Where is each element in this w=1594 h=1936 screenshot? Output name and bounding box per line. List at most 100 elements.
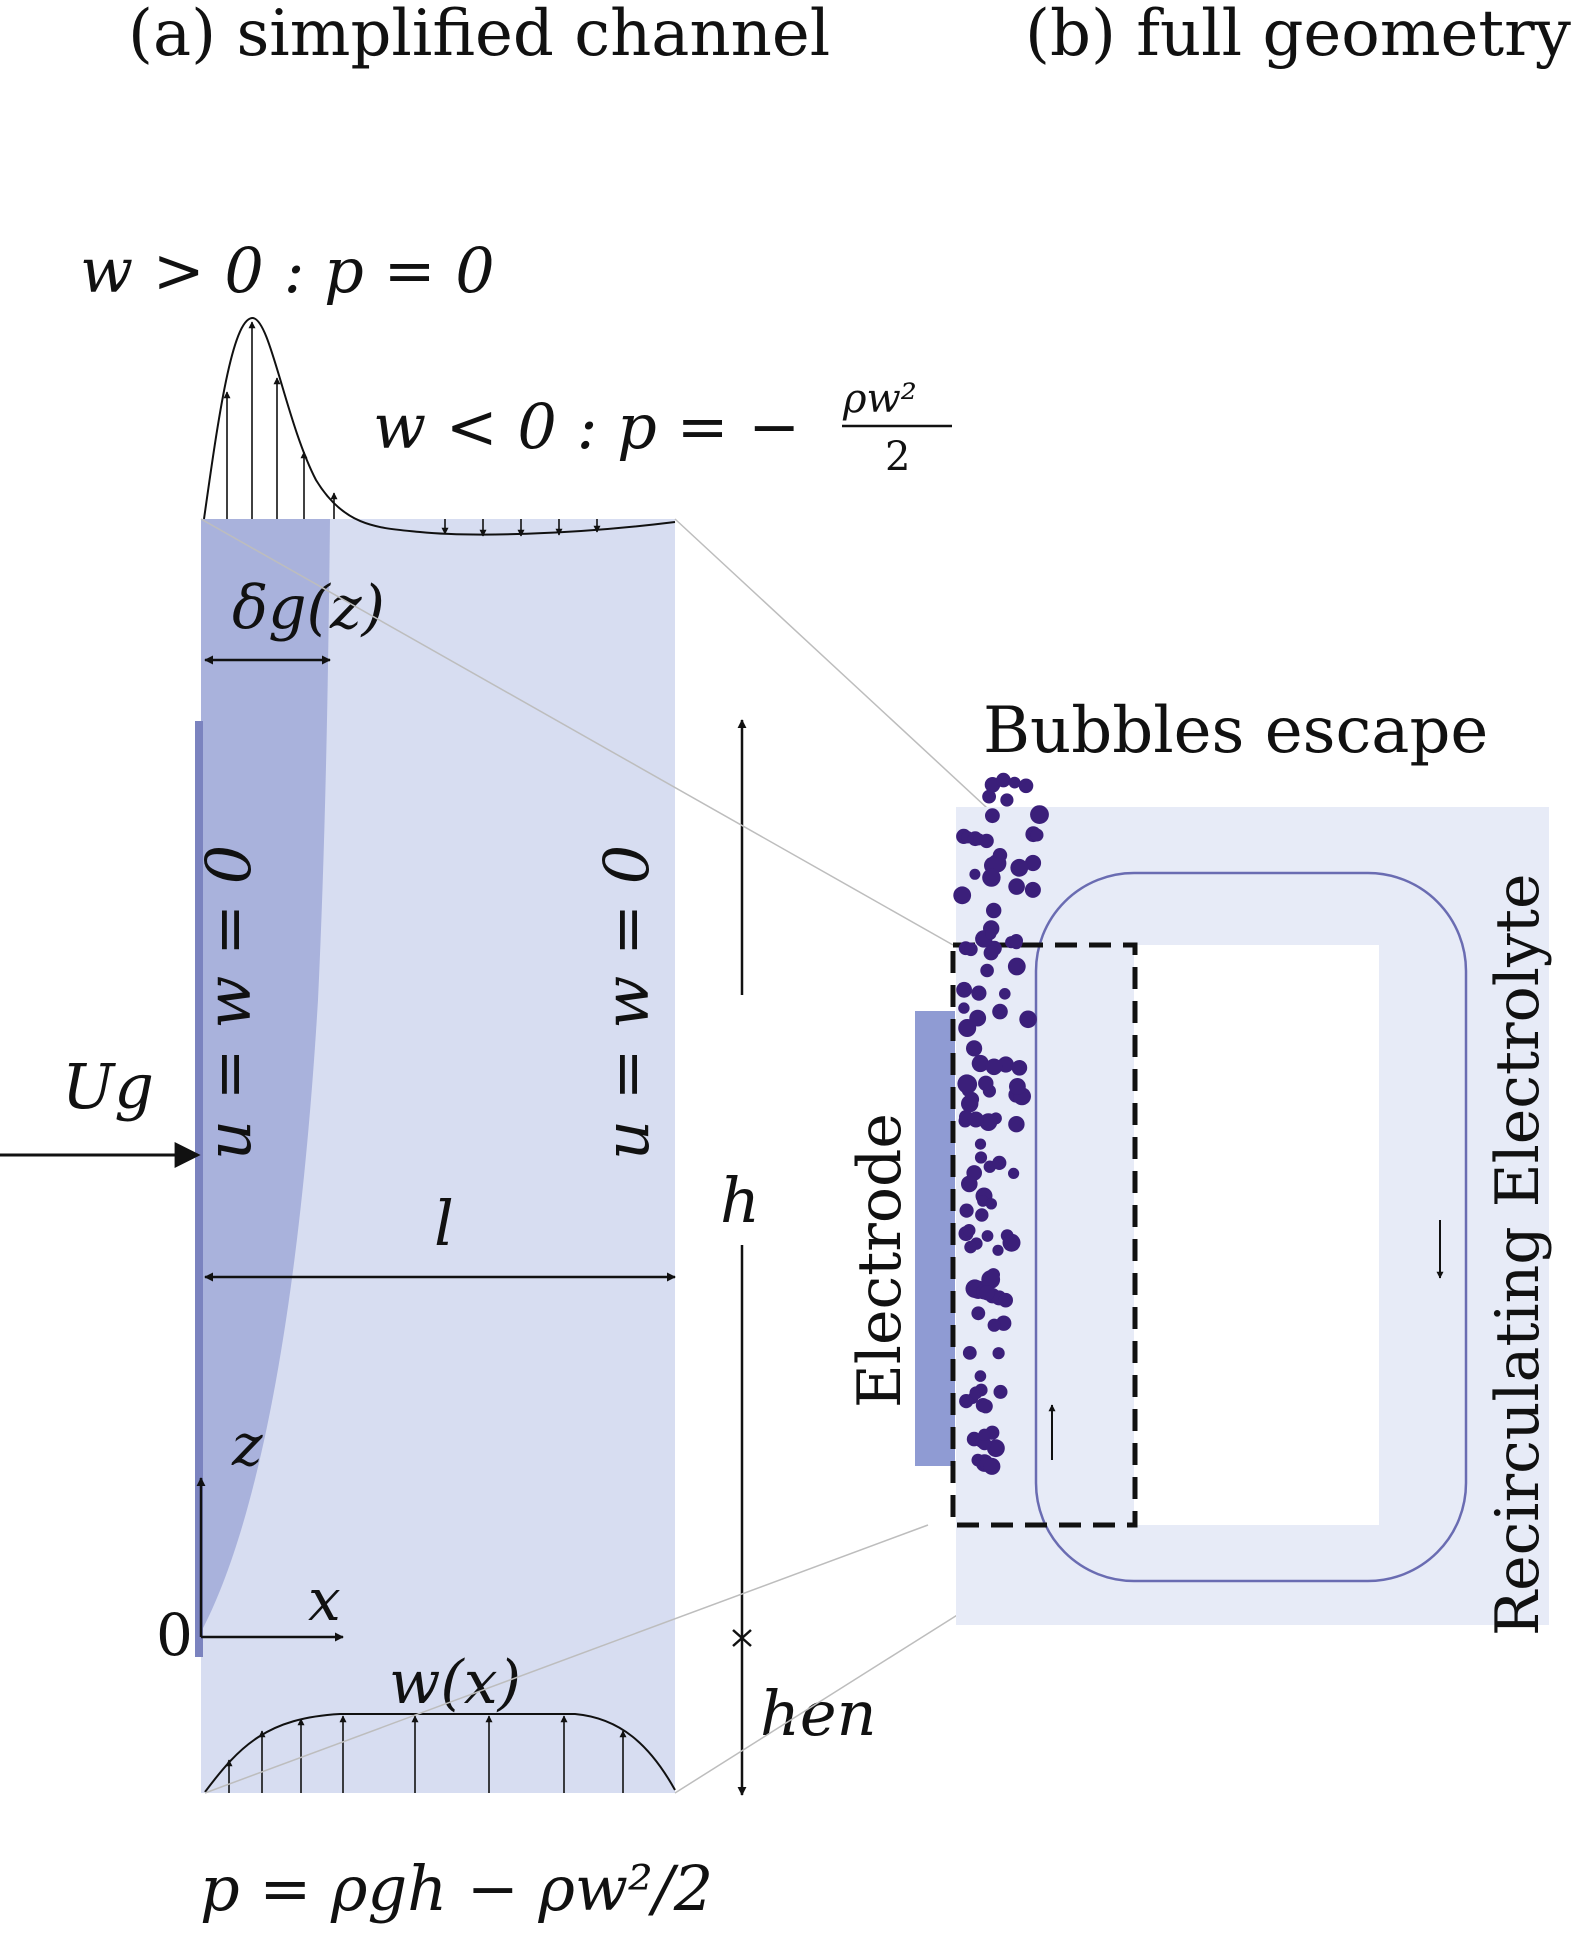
bubble <box>969 1386 983 1400</box>
height-label: h <box>720 1164 760 1237</box>
bubble <box>992 1244 1004 1256</box>
bubble <box>975 1208 989 1222</box>
bubble <box>977 1436 992 1451</box>
bubble <box>969 868 981 880</box>
bubble <box>987 1439 1005 1458</box>
bubble <box>974 1370 987 1382</box>
inlet-profile-arrows <box>225 1715 627 1793</box>
bubble <box>1010 858 1029 877</box>
width-label: l <box>434 1187 454 1260</box>
bubble <box>1008 1116 1025 1133</box>
bubble <box>1009 1078 1026 1095</box>
zoom-window <box>950 942 1138 1528</box>
bubble <box>982 789 996 804</box>
bubble <box>964 1091 980 1107</box>
bubble <box>1008 878 1025 895</box>
bubble <box>971 985 987 1001</box>
bubble <box>978 1075 994 1092</box>
bubble-plume <box>201 519 330 1632</box>
bubble <box>979 833 994 849</box>
bubble <box>983 1457 1001 1475</box>
bubbles-escape-label: Bubbles escape <box>983 694 1488 768</box>
bubble <box>974 1151 988 1164</box>
bubble <box>996 772 1011 788</box>
bubble <box>1024 881 1041 898</box>
origin-label: 0 <box>156 1601 193 1669</box>
bubble <box>999 988 1011 1000</box>
bubble <box>985 1198 997 1210</box>
center-baffle <box>1134 945 1379 1525</box>
bubble <box>982 868 1001 887</box>
bubble <box>978 1428 991 1441</box>
full-geometry: Bubbles escape Electrode Recirculating E… <box>845 694 1553 1636</box>
bubble <box>985 928 997 940</box>
x-axis-label: x <box>308 1566 341 1634</box>
top-bc-positive: w > 0 : p = 0 <box>80 234 495 307</box>
bubble <box>1018 778 1034 794</box>
bubble <box>1030 828 1044 842</box>
bubble <box>992 1347 1005 1360</box>
bubble <box>1024 854 1042 872</box>
outlet-profile-arrows <box>223 321 601 537</box>
entrance-height-label: hen <box>760 1677 877 1750</box>
electrode-label: Electrode <box>845 1113 915 1408</box>
panel-a-title: (a) simplified channel <box>128 0 830 71</box>
bubble <box>1000 793 1014 807</box>
bubble <box>962 1224 976 1237</box>
top-bc-negative-numerator: ρw² <box>842 376 917 422</box>
bubble <box>959 1394 974 1409</box>
z-axis-label: z <box>231 1411 263 1479</box>
bubble <box>1002 1233 1021 1252</box>
bubble <box>992 1155 1007 1170</box>
bubble <box>987 1318 1001 1332</box>
bubble <box>1008 776 1021 789</box>
plume-thickness-label: δg(z) <box>232 573 385 643</box>
electrode-wall <box>195 721 203 1657</box>
left-wall-bc: u = w = 0 <box>192 845 265 1160</box>
bubble <box>980 963 994 978</box>
bubble <box>1011 1060 1028 1076</box>
bubble <box>962 1346 977 1360</box>
bubble <box>964 1240 977 1254</box>
bubble <box>1008 1167 1020 1179</box>
bubble <box>971 1054 989 1073</box>
bubble <box>959 1203 974 1218</box>
inlet-velocity-profile <box>204 1713 676 1793</box>
panel-b-title: (b) full geometry <box>1025 0 1571 71</box>
bubble <box>1019 1010 1037 1029</box>
recirculation-loop <box>1034 871 1468 1583</box>
bubble <box>985 1058 1003 1076</box>
bubble <box>978 1399 993 1414</box>
bubble <box>971 1306 986 1321</box>
top-bc-negative-denominator: 2 <box>885 434 910 480</box>
bubble <box>966 1165 982 1181</box>
gas-flux-label: Ug <box>62 1050 154 1123</box>
bubble <box>967 1111 984 1128</box>
bubble <box>953 886 972 905</box>
bubble <box>983 945 999 961</box>
right-wall-bc: u = w = 0 <box>590 845 663 1160</box>
bubble <box>964 942 978 957</box>
bubble <box>981 1230 994 1242</box>
bubble <box>1030 805 1049 824</box>
bubble <box>992 1003 1008 1020</box>
top-bc-negative: w < 0 : p = − <box>373 390 800 463</box>
bubble <box>956 981 972 998</box>
bubble-cloud <box>953 772 1049 1475</box>
bubble <box>1007 957 1026 976</box>
simplified-channel: w > 0 : p = 0 w < 0 : p = − ρw² 2 δg(z) … <box>0 234 952 1925</box>
bottom-bc: p = ρgh − ρw²/2 <box>200 1852 713 1925</box>
inlet-profile-label: w(x) <box>389 1648 521 1718</box>
bubble <box>979 1113 998 1131</box>
bubble <box>957 1074 977 1094</box>
electrolyte-label: Recirculating Electrolyte <box>1483 873 1553 1636</box>
bubble <box>969 1009 987 1027</box>
bubble <box>981 1270 1001 1289</box>
bubble <box>985 808 1000 824</box>
outlet-velocity-profile <box>203 316 676 536</box>
bubble <box>1009 934 1023 948</box>
bubble <box>998 1292 1013 1308</box>
bubble <box>958 1002 970 1014</box>
bubble <box>974 1138 987 1150</box>
